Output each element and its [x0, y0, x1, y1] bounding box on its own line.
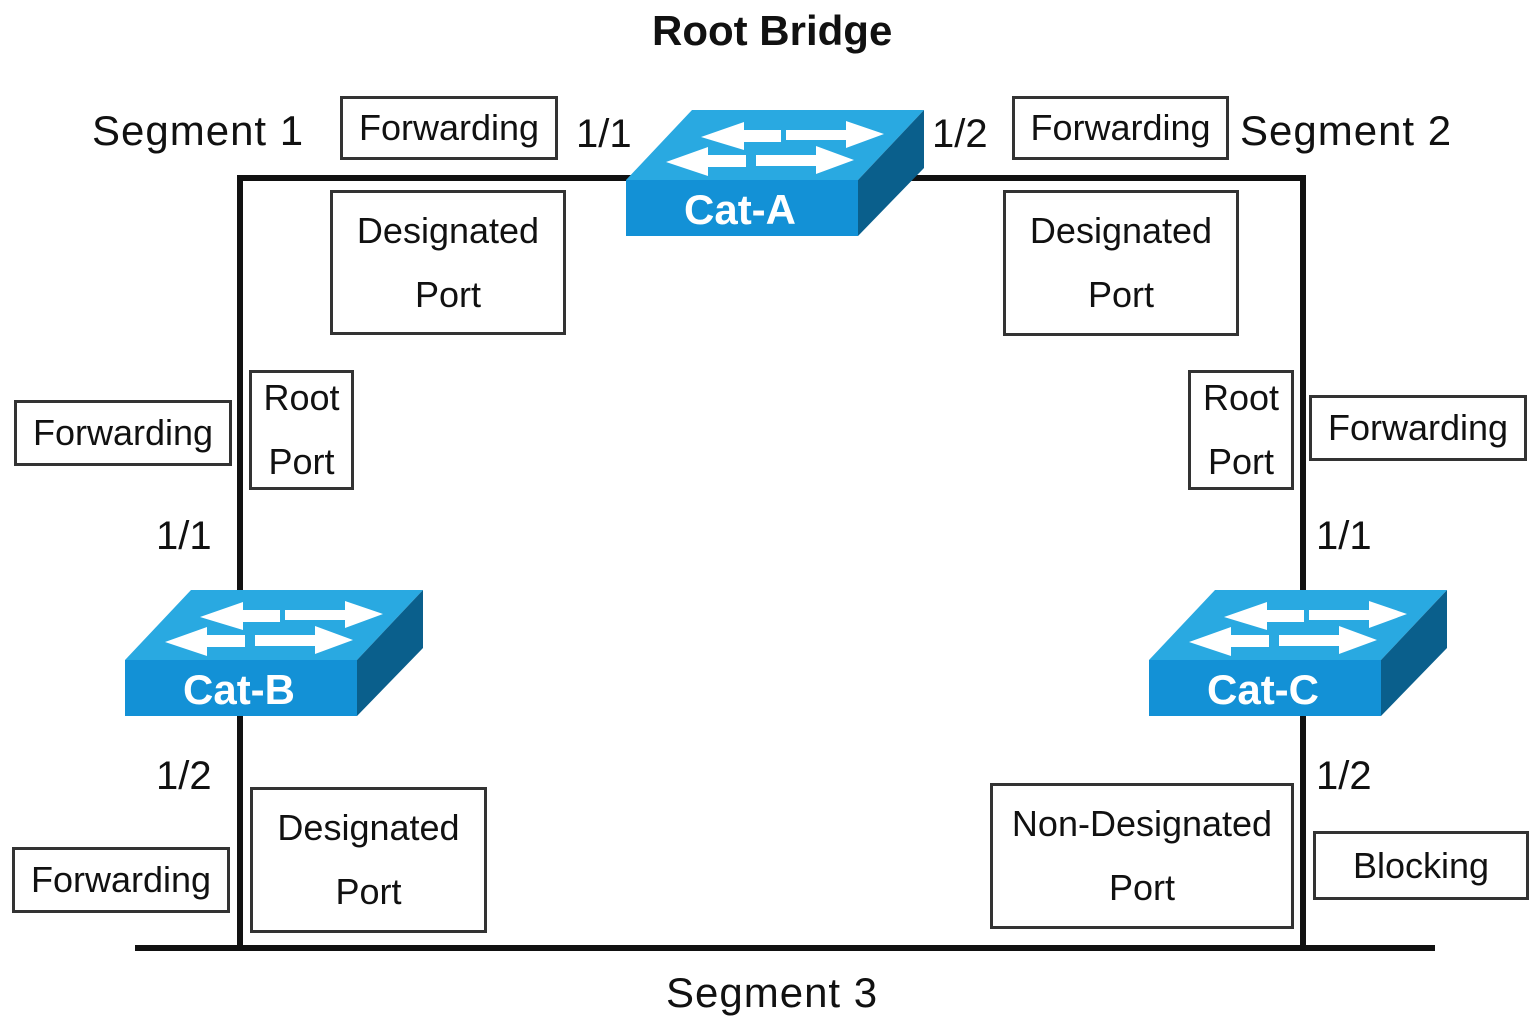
state-label: Forwarding	[358, 107, 540, 148]
segment-1-label: Segment 1	[92, 107, 305, 154]
segment-3-label: Segment 3	[666, 969, 879, 1016]
cat-b-port-1-label: 1/1	[156, 514, 212, 558]
state-label: Forwarding	[1327, 407, 1509, 448]
role-line-1: Root	[1202, 377, 1280, 418]
switch-label: Cat-C	[1207, 666, 1319, 713]
role-line-2: Port	[268, 441, 335, 482]
cat-a-port-2-label: 1/2	[932, 112, 988, 156]
state-cat-c-port-1: Forwarding	[1309, 395, 1527, 461]
state-cat-a-port-2: Forwarding	[1012, 96, 1229, 160]
role-cat-a-port-2: Designated Port	[1003, 190, 1239, 336]
switch-front	[125, 660, 357, 716]
state-label: Forwarding	[30, 859, 212, 900]
switch-cat-a[interactable]: Cat-A	[626, 110, 926, 240]
state-cat-a-port-1: Forwarding	[340, 96, 558, 160]
role-line-1: Root	[263, 377, 340, 418]
role-line-2: Port	[1108, 867, 1176, 908]
diagram-title: Root Bridge	[652, 7, 893, 54]
role-cat-b-port-1: Root Port	[249, 370, 354, 490]
state-cat-c-port-2: Blocking	[1313, 831, 1529, 900]
switch-front	[626, 180, 858, 236]
role-line-1: Designated	[1029, 210, 1213, 251]
switch-cat-c[interactable]: Cat-C	[1149, 590, 1449, 720]
switch-cat-b[interactable]: Cat-B	[125, 590, 425, 720]
state-cat-b-port-2: Forwarding	[12, 847, 230, 913]
switch-side	[1381, 590, 1447, 716]
switch-arrows-icon	[165, 601, 383, 656]
cat-a-port-1-label: 1/1	[576, 112, 632, 156]
role-line-2: Port	[335, 871, 402, 912]
switch-label: Cat-B	[183, 666, 295, 713]
state-cat-b-port-1: Forwarding	[14, 400, 232, 466]
cat-c-port-2-label: 1/2	[1316, 754, 1372, 798]
state-label: Forwarding	[32, 412, 214, 453]
switch-arrows-icon	[1189, 601, 1407, 656]
switch-label: Cat-A	[684, 186, 796, 233]
role-cat-c-port-1: Root Port	[1188, 370, 1294, 490]
switch-side	[858, 110, 924, 236]
cat-b-port-2-label: 1/2	[156, 754, 212, 798]
role-cat-c-port-2: Non-Designated Port	[990, 783, 1294, 929]
role-line-2: Port	[1087, 274, 1155, 315]
state-label: Blocking	[1352, 844, 1490, 886]
cat-c-port-1-label: 1/1	[1316, 514, 1372, 558]
switch-side	[357, 590, 423, 716]
role-cat-b-port-2: Designated Port	[250, 787, 487, 933]
role-cat-a-port-1: Designated Port	[330, 190, 566, 335]
role-line-2: Port	[1207, 441, 1275, 482]
role-line-1: Non-Designated	[1011, 803, 1273, 844]
state-label: Forwarding	[1030, 107, 1211, 148]
role-line-2: Port	[414, 273, 482, 315]
role-line-1: Designated	[356, 209, 540, 251]
switch-arrows-icon	[666, 121, 884, 176]
switch-front	[1149, 660, 1381, 716]
role-line-1: Designated	[277, 807, 460, 848]
segment-2-label: Segment 2	[1240, 107, 1453, 154]
